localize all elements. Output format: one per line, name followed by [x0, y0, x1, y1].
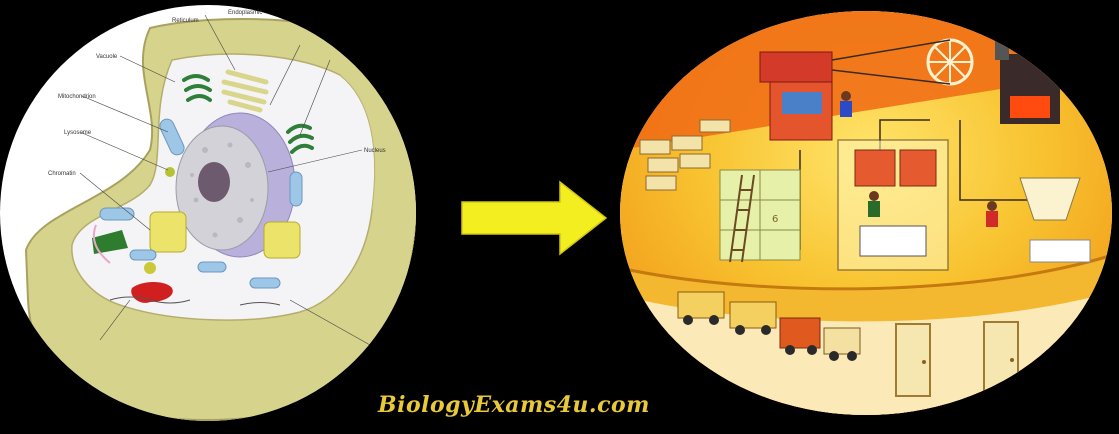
nucleolus: [198, 162, 230, 202]
cell-diagram: Endoplasmic Reticulum Vacuole Mitochondr…: [0, 5, 418, 421]
factory-illustration: 6: [620, 10, 1119, 420]
right-arrow-icon: [462, 182, 606, 254]
door: [896, 324, 930, 396]
label-chromatin: Chromatin: [48, 171, 76, 177]
watermark-text: BiologyExams4u.com: [378, 392, 708, 422]
label-vacuole: Vacuole: [96, 54, 118, 60]
label-lysosome: Lysosome: [64, 130, 92, 136]
door: [984, 322, 1018, 394]
label-mitochondrion: Mitochondrion: [58, 94, 96, 100]
label-endoplasmic: Endoplasmic: [228, 10, 262, 16]
rough-er: [150, 212, 186, 252]
label-nucleus: Nucleus: [364, 148, 386, 154]
machine: [760, 52, 832, 82]
svg-text:6: 6: [772, 214, 778, 225]
label-reticulum: Reticulum: [172, 18, 199, 24]
lysosome: [165, 167, 175, 177]
